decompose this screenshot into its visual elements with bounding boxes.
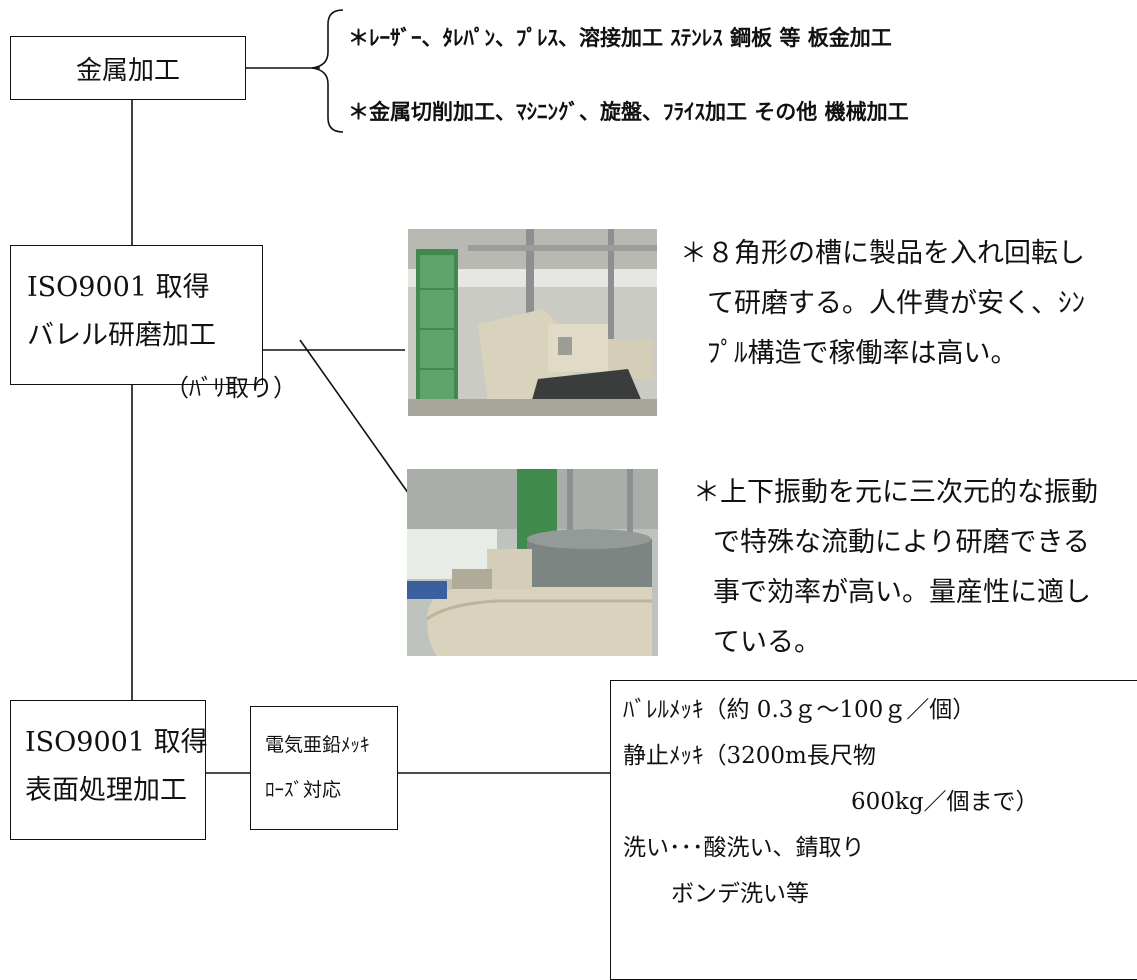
surface-iso-label: ISO9001 取得 — [25, 727, 208, 758]
barrel-to-photo2-line — [299, 339, 412, 498]
metal-processing-box: 金属加工 — [10, 36, 246, 100]
rotary-barrel-machine-photo — [408, 229, 657, 416]
barrel-title: バレル研磨加工 — [27, 320, 216, 351]
static-plating-detail: 静止ﾒｯｷ（3200m長尺物 — [623, 743, 876, 769]
rotary-desc-line-3: ﾌﾟﾙ構造で稼働率は高い。 — [707, 338, 1018, 369]
barrel-deburr-note: （ﾊﾞﾘ取り） — [165, 374, 297, 402]
rotary-desc-line-2: て研磨する。人件費が安く、ｼﾝ — [707, 288, 1085, 319]
barrel-iso-label: ISO9001 取得 — [27, 272, 210, 303]
zinc-plating-label: 電気亜鉛ﾒｯｷ — [265, 734, 370, 756]
rotary-barrel-description: ＊８角形の槽に製品を入れ回転し て研磨する。人件費が安く、ｼﾝ ﾌﾟﾙ構造で稼働… — [680, 229, 1085, 379]
barrel-plating-detail: ﾊﾞﾚﾙﾒｯｷ（約 0.3ｇ～100ｇ／個） — [623, 697, 976, 723]
plating-details-box: ﾊﾞﾚﾙﾒｯｷ（約 0.3ｇ～100ｇ／個） 静止ﾒｯｷ（3200m長尺物 60… — [610, 680, 1137, 980]
rohs-label: ﾛｰｽﾞ対応 — [265, 779, 342, 801]
vibratory-desc-line-4: ている。 — [713, 627, 821, 658]
brace-shape — [311, 9, 344, 133]
metal-bullet-2: ＊金属切削加工、ﾏｼﾆﾝｸﾞ、旋盤、ﾌﾗｲｽ加工 その他 機械加工 — [348, 100, 909, 124]
washing-detail: 洗い･･･酸洗い、錆取り — [623, 835, 865, 861]
vibratory-desc-line-2: で特殊な流動により研磨できる — [713, 527, 1090, 558]
surface-treatment-box: ISO9001 取得 表面処理加工 — [10, 700, 208, 840]
vibratory-desc-line-3: 事で効率が高い。量産性に適し — [713, 577, 1091, 608]
vibratory-barrel-machine-photo — [407, 469, 658, 656]
rotary-desc-line-1: ＊８角形の槽に製品を入れ回転し — [680, 238, 1085, 269]
static-plating-weight: 600kg／個まで） — [851, 789, 1039, 815]
surface-title: 表面処理加工 — [25, 775, 187, 806]
vibratory-barrel-description: ＊上下振動を元に三次元的な振動 で特殊な流動により研磨できる 事で効率が高い。量… — [693, 468, 1098, 668]
barrel-polishing-box: ISO9001 取得 バレル研磨加工 — [10, 245, 263, 385]
vibratory-desc-line-1: ＊上下振動を元に三次元的な振動 — [693, 477, 1098, 508]
metal-processing-title: 金属加工 — [75, 55, 180, 86]
metal-bullet-1: ＊ﾚｰｻﾞｰ、ﾀﾚﾊﾟﾝ、ﾌﾟﾚｽ、溶接加工 ｽﾃﾝﾚｽ 鋼板 等 板金加工 — [348, 26, 892, 50]
bonde-washing-detail: ボンデ洗い等 — [671, 881, 809, 907]
zinc-plating-box: 電気亜鉛ﾒｯｷ ﾛｰｽﾞ対応 — [250, 706, 398, 830]
